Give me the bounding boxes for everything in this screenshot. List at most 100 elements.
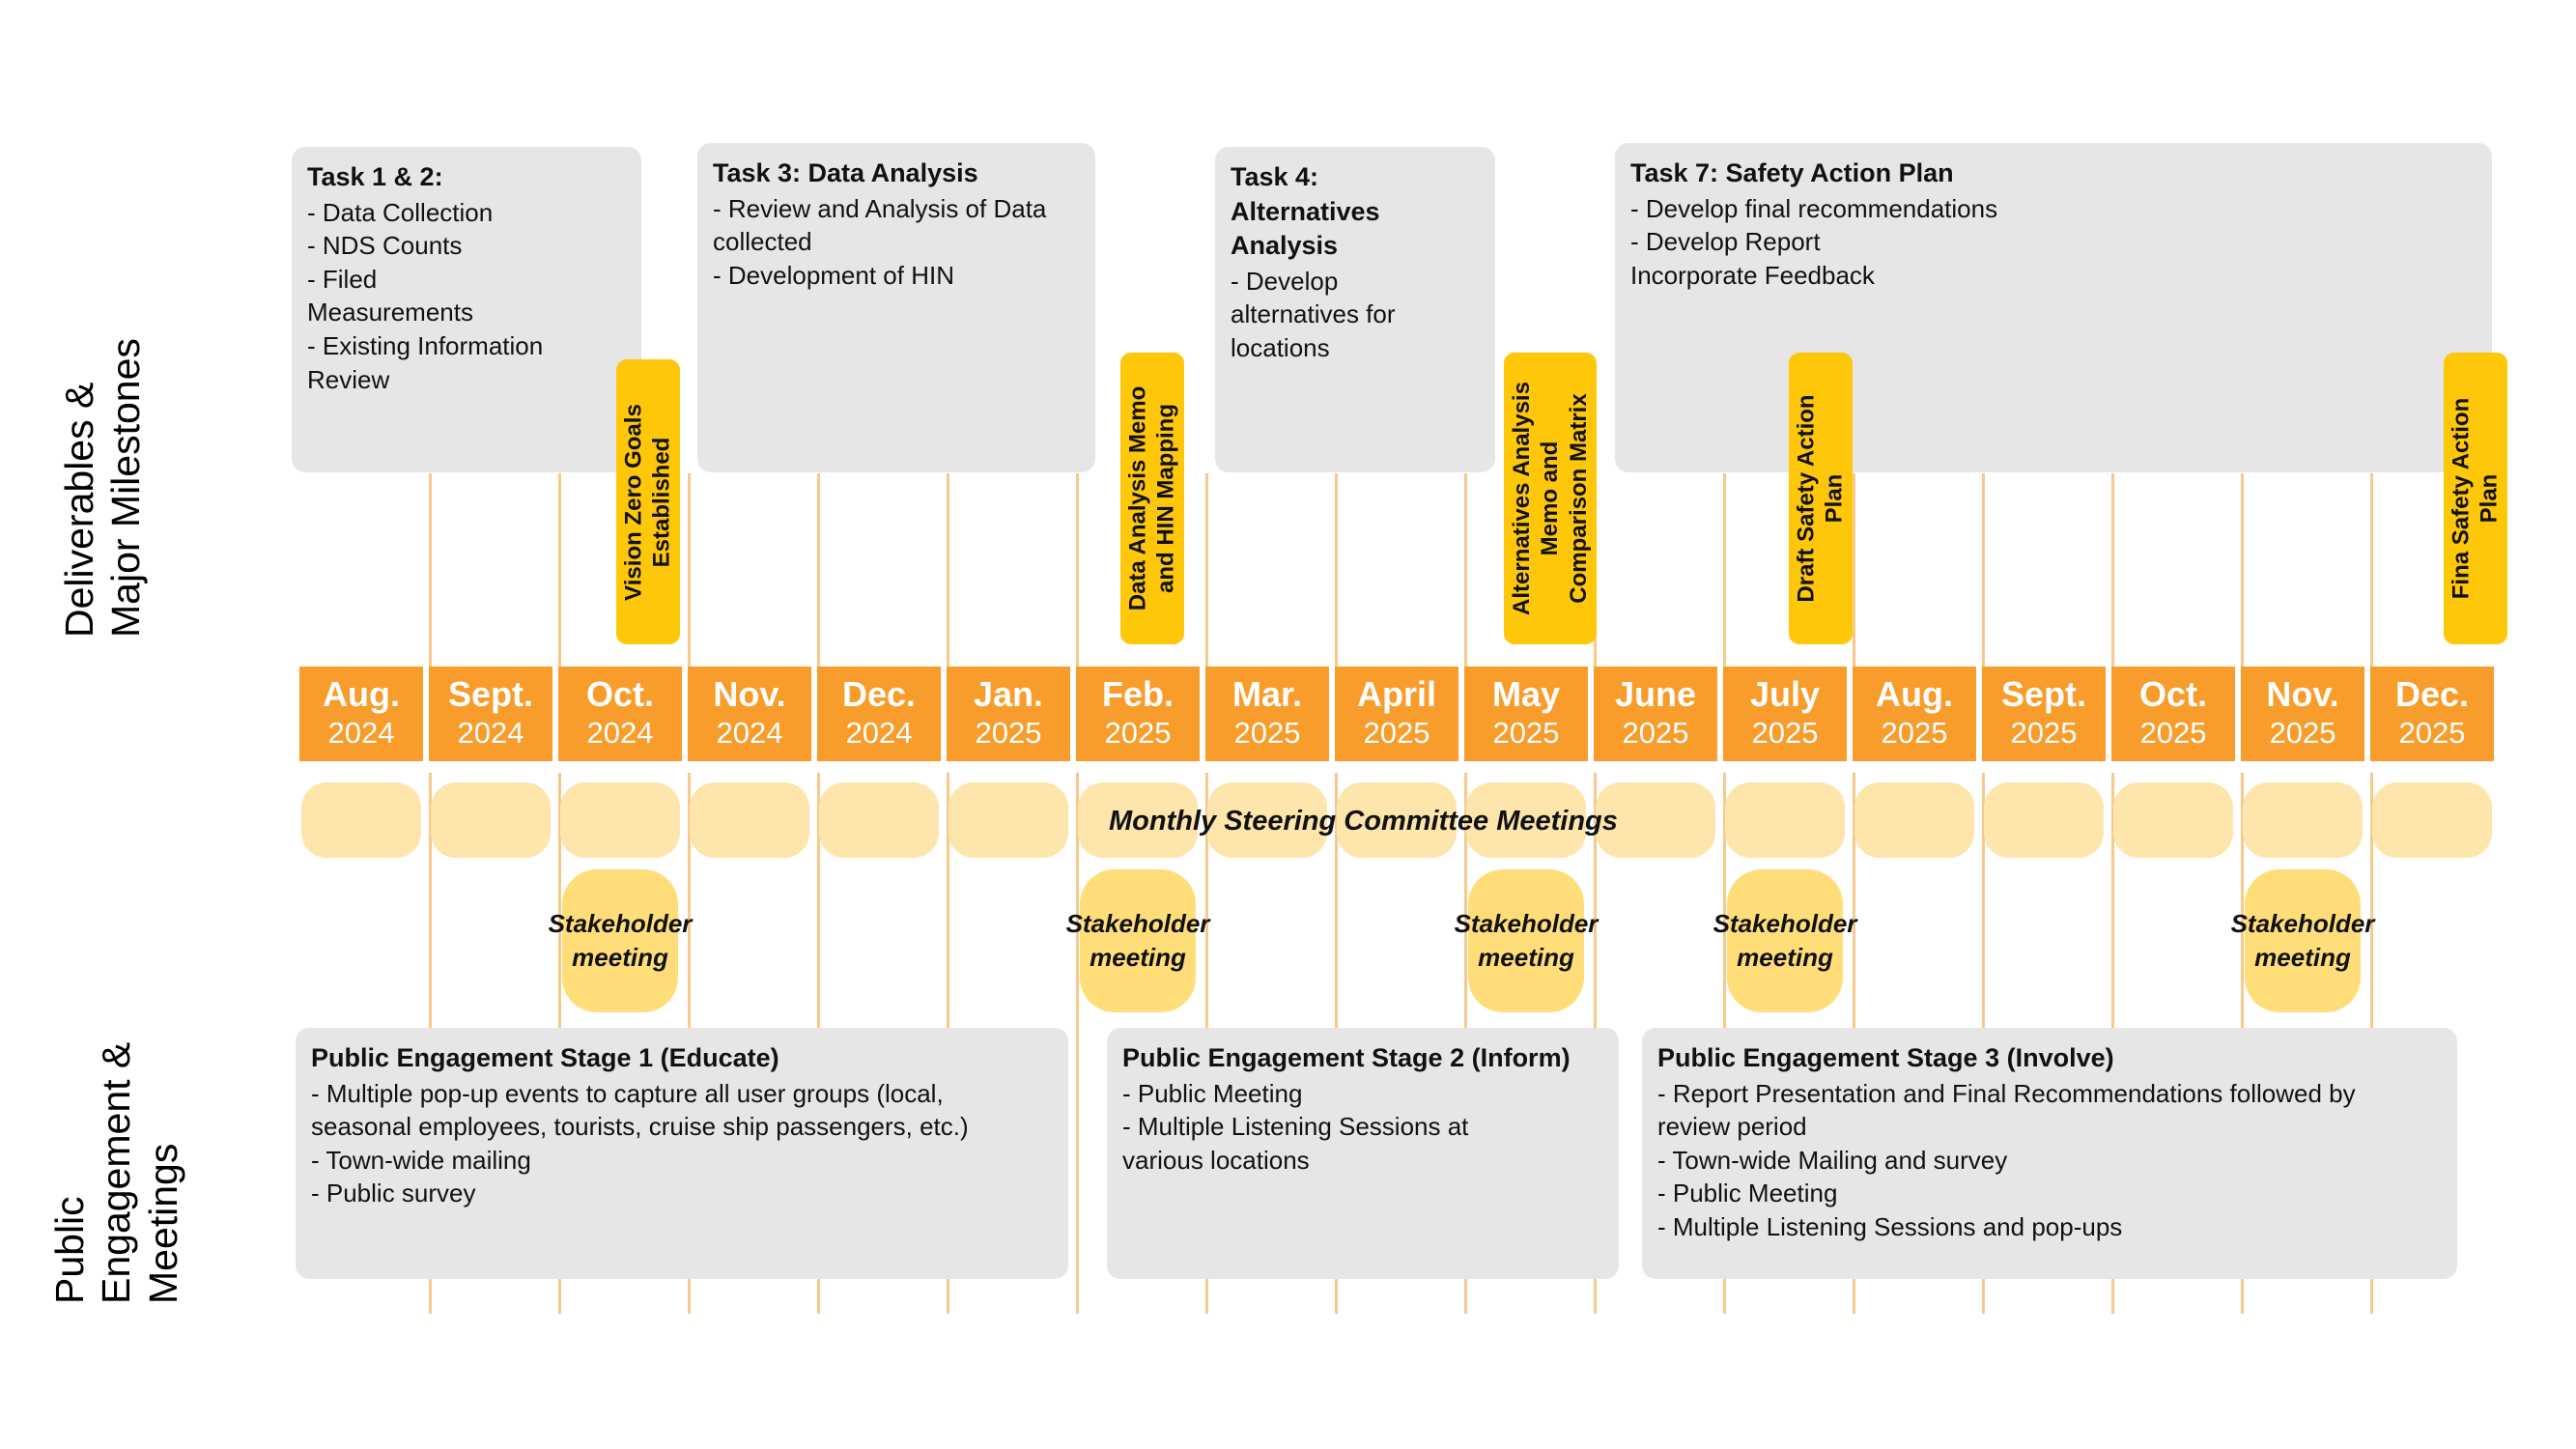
stakeholder-meeting-bubble[interactable]: Stakeholder meeting: [1066, 869, 1209, 1012]
grid-line: [947, 473, 949, 667]
month-name: Dec.: [841, 673, 917, 714]
month-name: Feb.: [1101, 673, 1174, 714]
month-name: Dec.: [2394, 673, 2470, 714]
month-cell[interactable]: Mar. 2025: [1205, 667, 1329, 761]
stakeholder-line-1: Stakeholder: [1713, 908, 1857, 938]
month-name: Aug.: [323, 673, 400, 714]
grid-line: [1335, 473, 1338, 667]
steering-pill: [1207, 782, 1327, 858]
month-year: 2025: [2010, 715, 2078, 750]
stakeholder-line-2: meeting: [1090, 943, 1186, 972]
month-cell[interactable]: Oct. 2025: [2111, 667, 2235, 761]
month-name: Sept.: [447, 673, 533, 714]
task-box-1: Task 1 & 2: - Data Collection - NDS Coun…: [292, 147, 641, 472]
month-name: Nov.: [2266, 673, 2339, 714]
steering-pill: [690, 782, 809, 858]
task-box-3: Task 3: Data Analysis - Review and Analy…: [697, 143, 1095, 472]
month-cell[interactable]: Nov. 2025: [2241, 667, 2364, 761]
grid-line: [1982, 473, 1985, 667]
milestone-chip-vision-zero: Vision Zero Goals Established: [616, 359, 680, 644]
milestone-label: Data Analysis Memo and HIN Mapping: [1124, 385, 1179, 611]
engagement-box-stage-2: Public Engagement Stage 2 (Inform) - Pub…: [1107, 1028, 1619, 1279]
task-box-body: - Develop final recommendations - Develo…: [1630, 193, 1998, 290]
stakeholder-line-2: meeting: [1737, 943, 1833, 972]
steering-pill: [1596, 782, 1715, 858]
task-box-body: - Review and Analysis of Data collected …: [713, 193, 1047, 290]
month-cell[interactable]: Sept. 2024: [429, 667, 552, 761]
steering-pill: [2113, 782, 2233, 858]
grid-line: [1205, 473, 1208, 667]
task-box-title: Task 3: Data Analysis: [713, 158, 978, 187]
month-cell[interactable]: Dec. 2024: [817, 667, 941, 761]
month-year: 2024: [716, 715, 783, 750]
engagement-title: Public Engagement Stage 1 (Educate): [311, 1043, 779, 1072]
stakeholder-line-2: meeting: [572, 943, 668, 972]
steering-pill: [2372, 782, 2492, 858]
stakeholder-meeting-bubble[interactable]: Stakeholder meeting: [549, 869, 692, 1012]
steering-pill: [1725, 782, 1845, 858]
grid-line: [1464, 473, 1467, 667]
stakeholder-line-1: Stakeholder: [1065, 908, 1210, 938]
steering-pill: [819, 782, 939, 858]
month-cell[interactable]: May 2025: [1464, 667, 1588, 761]
grid-line: [1076, 473, 1079, 667]
milestone-chip-data-analysis-memo: Data Analysis Memo and HIN Mapping: [1120, 353, 1184, 644]
month-year: 2024: [327, 715, 395, 750]
milestone-chip-draft-safety-action-plan: Draft Safety Action Plan: [1789, 353, 1853, 644]
grid-line: [2111, 473, 2114, 667]
month-year: 2025: [1492, 715, 1560, 750]
month-cell[interactable]: Sept. 2025: [1982, 667, 2106, 761]
month-name: Oct.: [585, 673, 654, 714]
grid-line: [2241, 473, 2244, 667]
milestone-label: Fina Safety Action Plan: [2448, 397, 2503, 600]
month-year: 2025: [2139, 715, 2207, 750]
stakeholder-meeting-bubble[interactable]: Stakeholder meeting: [2231, 869, 2374, 1012]
stakeholder-meeting-bubble[interactable]: Stakeholder meeting: [1455, 869, 1598, 1012]
row-label-public-engagement: Public Engagement & Meetings: [47, 1041, 185, 1304]
month-cell[interactable]: Feb. 2025: [1076, 667, 1200, 761]
month-cell[interactable]: Aug. 2024: [299, 667, 423, 761]
month-cell[interactable]: Nov. 2024: [688, 667, 811, 761]
month-name: April: [1356, 673, 1436, 714]
month-year: 2025: [975, 715, 1042, 750]
month-year: 2024: [457, 715, 524, 750]
milestone-chip-final-safety-action-plan: Fina Safety Action Plan: [2444, 353, 2507, 644]
engagement-box-stage-3: Public Engagement Stage 3 (Involve) - Re…: [1642, 1028, 2457, 1279]
month-name: Jan.: [973, 673, 1044, 714]
steering-pill: [1984, 782, 2104, 858]
milestone-chip-alternatives-analysis: Alternatives Analysis Memo and Compariso…: [1504, 353, 1597, 644]
engagement-title: Public Engagement Stage 2 (Inform): [1122, 1043, 1571, 1072]
month-cell[interactable]: April 2025: [1335, 667, 1458, 761]
month-cell[interactable]: Aug. 2025: [1853, 667, 1976, 761]
month-name: July: [1749, 673, 1821, 714]
steering-pill: [2243, 782, 2363, 858]
steering-pill: [1854, 782, 1974, 858]
month-cell[interactable]: Oct. 2024: [558, 667, 682, 761]
stakeholder-line-2: meeting: [1478, 943, 1574, 972]
month-cell[interactable]: June 2025: [1594, 667, 1717, 761]
month-year: 2024: [845, 715, 913, 750]
month-cell[interactable]: Dec. 2025: [2370, 667, 2494, 761]
steering-pill: [301, 782, 421, 858]
task-box-7: Task 7: Safety Action Plan - Develop fin…: [1615, 143, 2492, 472]
grid-line: [817, 473, 820, 667]
month-cell[interactable]: Jan. 2025: [947, 667, 1070, 761]
month-year: 2025: [1751, 715, 1819, 750]
steering-pill: [431, 782, 551, 858]
steering-pill: [560, 782, 680, 858]
month-name: Nov.: [713, 673, 786, 714]
grid-line: [1076, 773, 1079, 1314]
month-year: 2025: [1363, 715, 1430, 750]
month-year: 2025: [1622, 715, 1689, 750]
month-cell[interactable]: July 2025: [1723, 667, 1847, 761]
month-name: May: [1491, 673, 1561, 714]
steering-pill: [1078, 782, 1198, 858]
month-name: Aug.: [1876, 673, 1953, 714]
engagement-box-stage-1: Public Engagement Stage 1 (Educate) - Mu…: [296, 1028, 1068, 1279]
stakeholder-line-1: Stakeholder: [548, 908, 693, 938]
row-label-deliverables: Deliverables & Major Milestones: [57, 338, 149, 638]
task-box-title: Task 4: Alternatives Analysis: [1231, 162, 1380, 261]
grid-line: [1853, 473, 1855, 667]
stakeholder-meeting-bubble[interactable]: Stakeholder meeting: [1713, 869, 1856, 1012]
